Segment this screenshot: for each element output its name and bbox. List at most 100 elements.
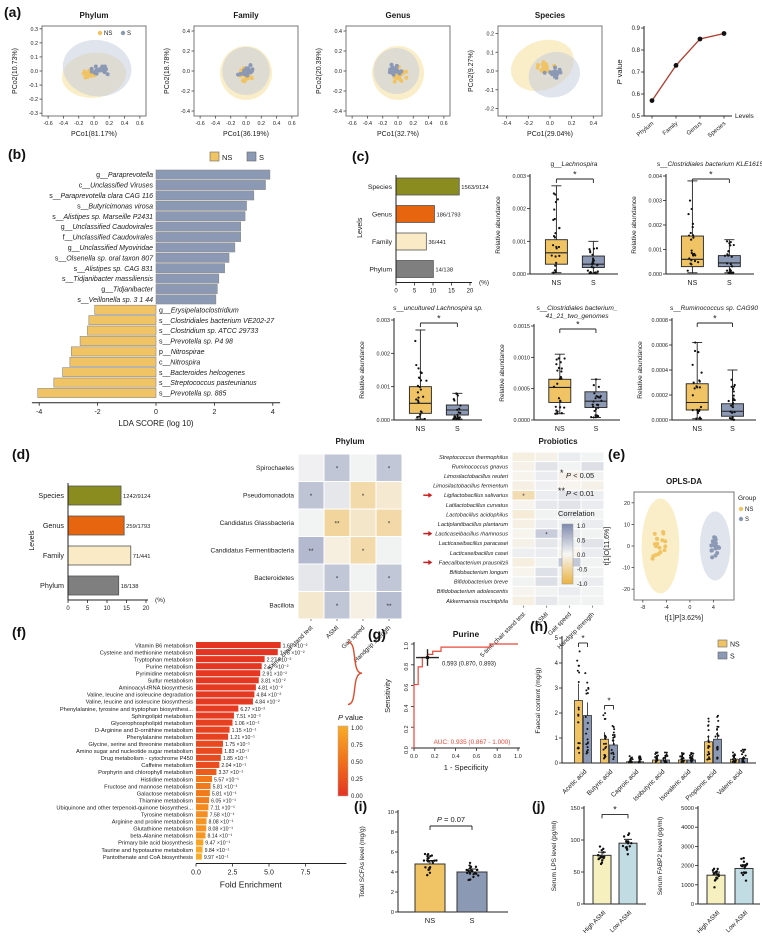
jitter-point	[625, 839, 628, 843]
enrichment-bar	[196, 712, 234, 719]
jitter-point	[698, 409, 701, 413]
enrichment-bar	[196, 790, 210, 797]
jitter-point	[423, 417, 426, 421]
y-tick-label: 0.0004	[652, 368, 669, 374]
group-label: S	[455, 426, 460, 433]
jitter-point	[716, 714, 719, 717]
jitter-point	[557, 397, 561, 400]
heat-cell	[511, 566, 536, 578]
jitter-point	[629, 759, 632, 762]
data-point-S	[104, 67, 109, 72]
jitter-point	[715, 876, 718, 879]
jitter-point	[587, 687, 590, 690]
chart-title: OPLS-DA	[666, 477, 702, 486]
jitter-point	[586, 692, 589, 695]
jitter-point	[552, 385, 556, 388]
percent-label: (%)	[479, 280, 489, 287]
jitter-point	[585, 732, 588, 735]
jitter-point	[555, 247, 558, 250]
pathway-label: D-Arginine and D-ornithine metabolism	[95, 728, 193, 734]
jitter-point	[556, 411, 559, 415]
p01-label: P < 0.01	[566, 489, 594, 498]
jitter-point	[586, 722, 589, 725]
enrichment-bar	[196, 839, 204, 846]
heat-cell	[349, 453, 377, 482]
data-point-S	[249, 69, 254, 74]
jitter-point	[680, 760, 683, 763]
row-label: Limosilactobacillus fermentum	[433, 484, 508, 490]
y-tick-label: 0.0000	[514, 418, 531, 424]
jitter-point	[741, 753, 744, 756]
jitter-point	[741, 761, 744, 764]
jitter-point	[699, 405, 703, 409]
jitter-point	[732, 243, 735, 247]
y-tick-label: 5	[555, 636, 559, 642]
row-label: Bifidobacterium breve	[454, 580, 508, 586]
lda-bar	[94, 304, 157, 315]
legend-swatch-S	[738, 516, 744, 522]
y-tick-label: 150	[570, 806, 580, 812]
y-axis-label: Levels	[357, 217, 364, 238]
jitter-point	[452, 398, 455, 401]
x-tick-label: 0.0	[191, 870, 201, 877]
jitter-point	[590, 416, 593, 419]
x-axis-label: Levels	[735, 113, 755, 120]
jitter-point	[552, 234, 556, 238]
jitter-point	[424, 866, 427, 869]
jitter-point	[419, 388, 422, 391]
jitter-point	[682, 752, 685, 755]
taxon-label: p__Nitrospirae	[159, 349, 205, 356]
jitter-point	[612, 756, 615, 759]
jitter-point	[707, 720, 710, 723]
y-axis-label: PCo2(9.27%)	[468, 50, 475, 92]
jitter-point	[688, 754, 691, 757]
jitter-point	[691, 394, 694, 397]
taxon-label: s__Tidjanibacter massiliensis	[62, 276, 153, 283]
heat-cell	[534, 451, 559, 463]
x-tick-label: 0.4	[121, 121, 129, 127]
legend-label-s: S	[730, 654, 735, 661]
jitter-point	[712, 873, 715, 876]
heat-cell	[511, 547, 536, 559]
jitter-point	[584, 672, 587, 675]
colorbar-tick: -0.5	[577, 568, 588, 574]
y-tick-label: 0.0	[404, 746, 410, 754]
jitter-point	[465, 871, 469, 875]
cell-significance: *	[336, 466, 339, 473]
data-point-NS	[404, 69, 409, 74]
jitter-point	[613, 734, 616, 737]
p-value-label: 2.27 ×10⁻²	[267, 657, 292, 663]
jitter-point	[694, 341, 697, 344]
jitter-point	[605, 745, 608, 748]
enrichment-bar	[196, 670, 261, 677]
jitter-point	[627, 832, 631, 835]
jitter-point	[426, 873, 429, 877]
x-tick-label: -8	[640, 605, 645, 611]
jitter-point	[428, 871, 432, 874]
jitter-point	[425, 379, 428, 382]
jitter-point	[629, 761, 632, 764]
pathway-label: Tryptophan metabolism	[134, 657, 193, 663]
jitter-point	[682, 759, 685, 762]
x-axis-label: Fold Enrichment	[220, 880, 283, 890]
jitter-point	[550, 254, 553, 257]
jitter-point	[457, 411, 460, 414]
x-tick-label: 15	[448, 289, 455, 295]
taxon-label: c__Unclassified Viruses	[79, 183, 154, 190]
jitter-point	[474, 865, 478, 869]
jitter-point	[700, 371, 703, 374]
jitter-point	[689, 231, 692, 235]
x-tick-label: 0.2	[410, 121, 418, 127]
y-tick-label: 0.0015	[514, 324, 531, 330]
x-tick-label: -4	[664, 605, 669, 611]
jitter-point	[602, 742, 605, 745]
jitter-point	[663, 759, 666, 762]
jitter-point	[612, 751, 615, 754]
jitter-point	[594, 271, 597, 274]
pathway-label: Valine, leucine and isoleucine biosynthe…	[86, 700, 194, 706]
jitter-point	[585, 743, 588, 746]
taxon-label: s__Veillonella sp. 3 1 44	[77, 297, 153, 304]
jitter-point	[725, 240, 729, 243]
